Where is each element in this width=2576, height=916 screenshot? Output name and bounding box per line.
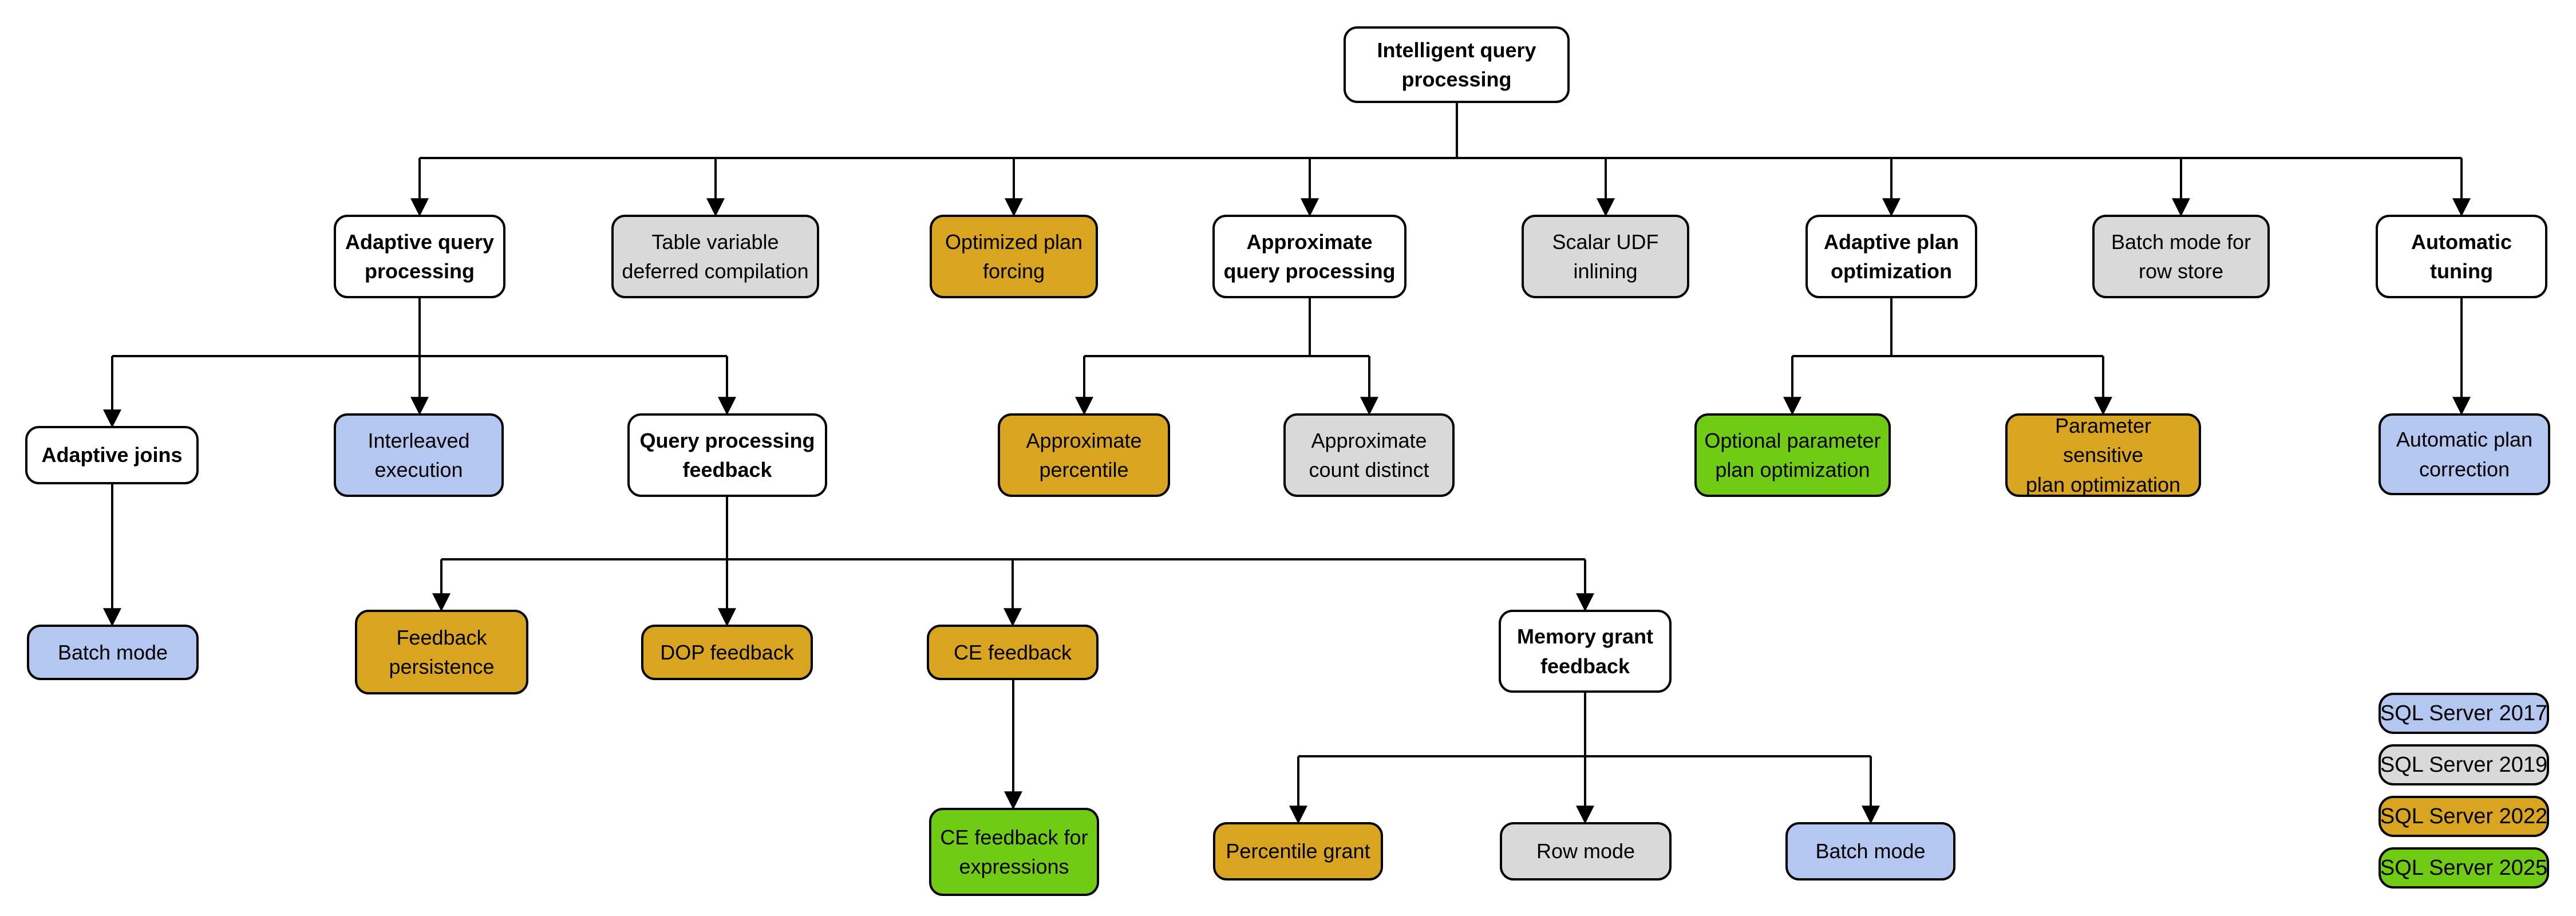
node-parameter-sensitive-plan-optimization: Parameter sensitive plan optimization	[2005, 413, 2201, 497]
node-interleaved-execution: Interleaved execution	[334, 413, 504, 497]
node-percentile-grant: Percentile grant	[1213, 822, 1383, 881]
edge-approx-stem-bus	[1084, 298, 1369, 357]
node-query-processing-feedback: Query processing feedback	[627, 413, 827, 497]
edge-apo-stem-bus	[1792, 298, 2103, 357]
node-row-mode: Row mode	[1500, 822, 1672, 881]
node-adaptive-plan-optimization: Adaptive plan optimization	[1805, 215, 1977, 298]
node-table-variable-deferred-compilation: Table variable deferred compilation	[611, 215, 819, 298]
legend-item-sql-server-2019: SQL Server 2019	[2379, 744, 2549, 785]
legend-item-sql-server-2025: SQL Server 2025	[2379, 847, 2549, 889]
node-adaptive-joins: Adaptive joins	[25, 426, 199, 484]
node-batch-mode-for-row-store: Batch mode for row store	[2092, 215, 2270, 298]
node-approximate-query-processing: Approximate query processing	[1212, 215, 1406, 298]
node-automatic-plan-correction: Automatic plan correction	[2379, 413, 2550, 495]
node-batch-mode-under-memory-grant: Batch mode	[1785, 822, 1955, 881]
node-automatic-tuning: Automatic tuning	[2376, 215, 2547, 298]
legend-item-sql-server-2017: SQL Server 2017	[2379, 693, 2549, 734]
node-adaptive-query-processing: Adaptive query processing	[334, 215, 505, 298]
edge-mgf-stem-bus	[1298, 693, 1871, 757]
node-memory-grant-feedback: Memory grant feedback	[1499, 610, 1672, 693]
node-intelligent-query-processing: Intelligent query processing	[1344, 26, 1570, 103]
node-ce-feedback: CE feedback	[927, 625, 1099, 680]
node-approximate-percentile: Approximate percentile	[998, 413, 1170, 497]
edge-aqp-stem-bus	[112, 298, 727, 357]
node-scalar-udf-inlining: Scalar UDF inlining	[1522, 215, 1689, 298]
node-dop-feedback: DOP feedback	[641, 625, 813, 680]
edge-qpf-stem-bus	[441, 497, 1585, 560]
node-ce-feedback-for-expressions: CE feedback for expressions	[929, 808, 1099, 896]
node-optimized-plan-forcing: Optimized plan forcing	[930, 215, 1098, 298]
node-batch-mode-under-adaptive-joins: Batch mode	[27, 625, 199, 680]
legend-item-sql-server-2022: SQL Server 2022	[2379, 796, 2549, 837]
node-feedback-persistence: Feedback persistence	[355, 610, 528, 694]
node-optional-parameter-plan-optimization: Optional parameter plan optimization	[1694, 413, 1891, 497]
edge-root-stem-bus	[420, 103, 2462, 159]
node-approximate-count-distinct: Approximate count distinct	[1283, 413, 1455, 497]
